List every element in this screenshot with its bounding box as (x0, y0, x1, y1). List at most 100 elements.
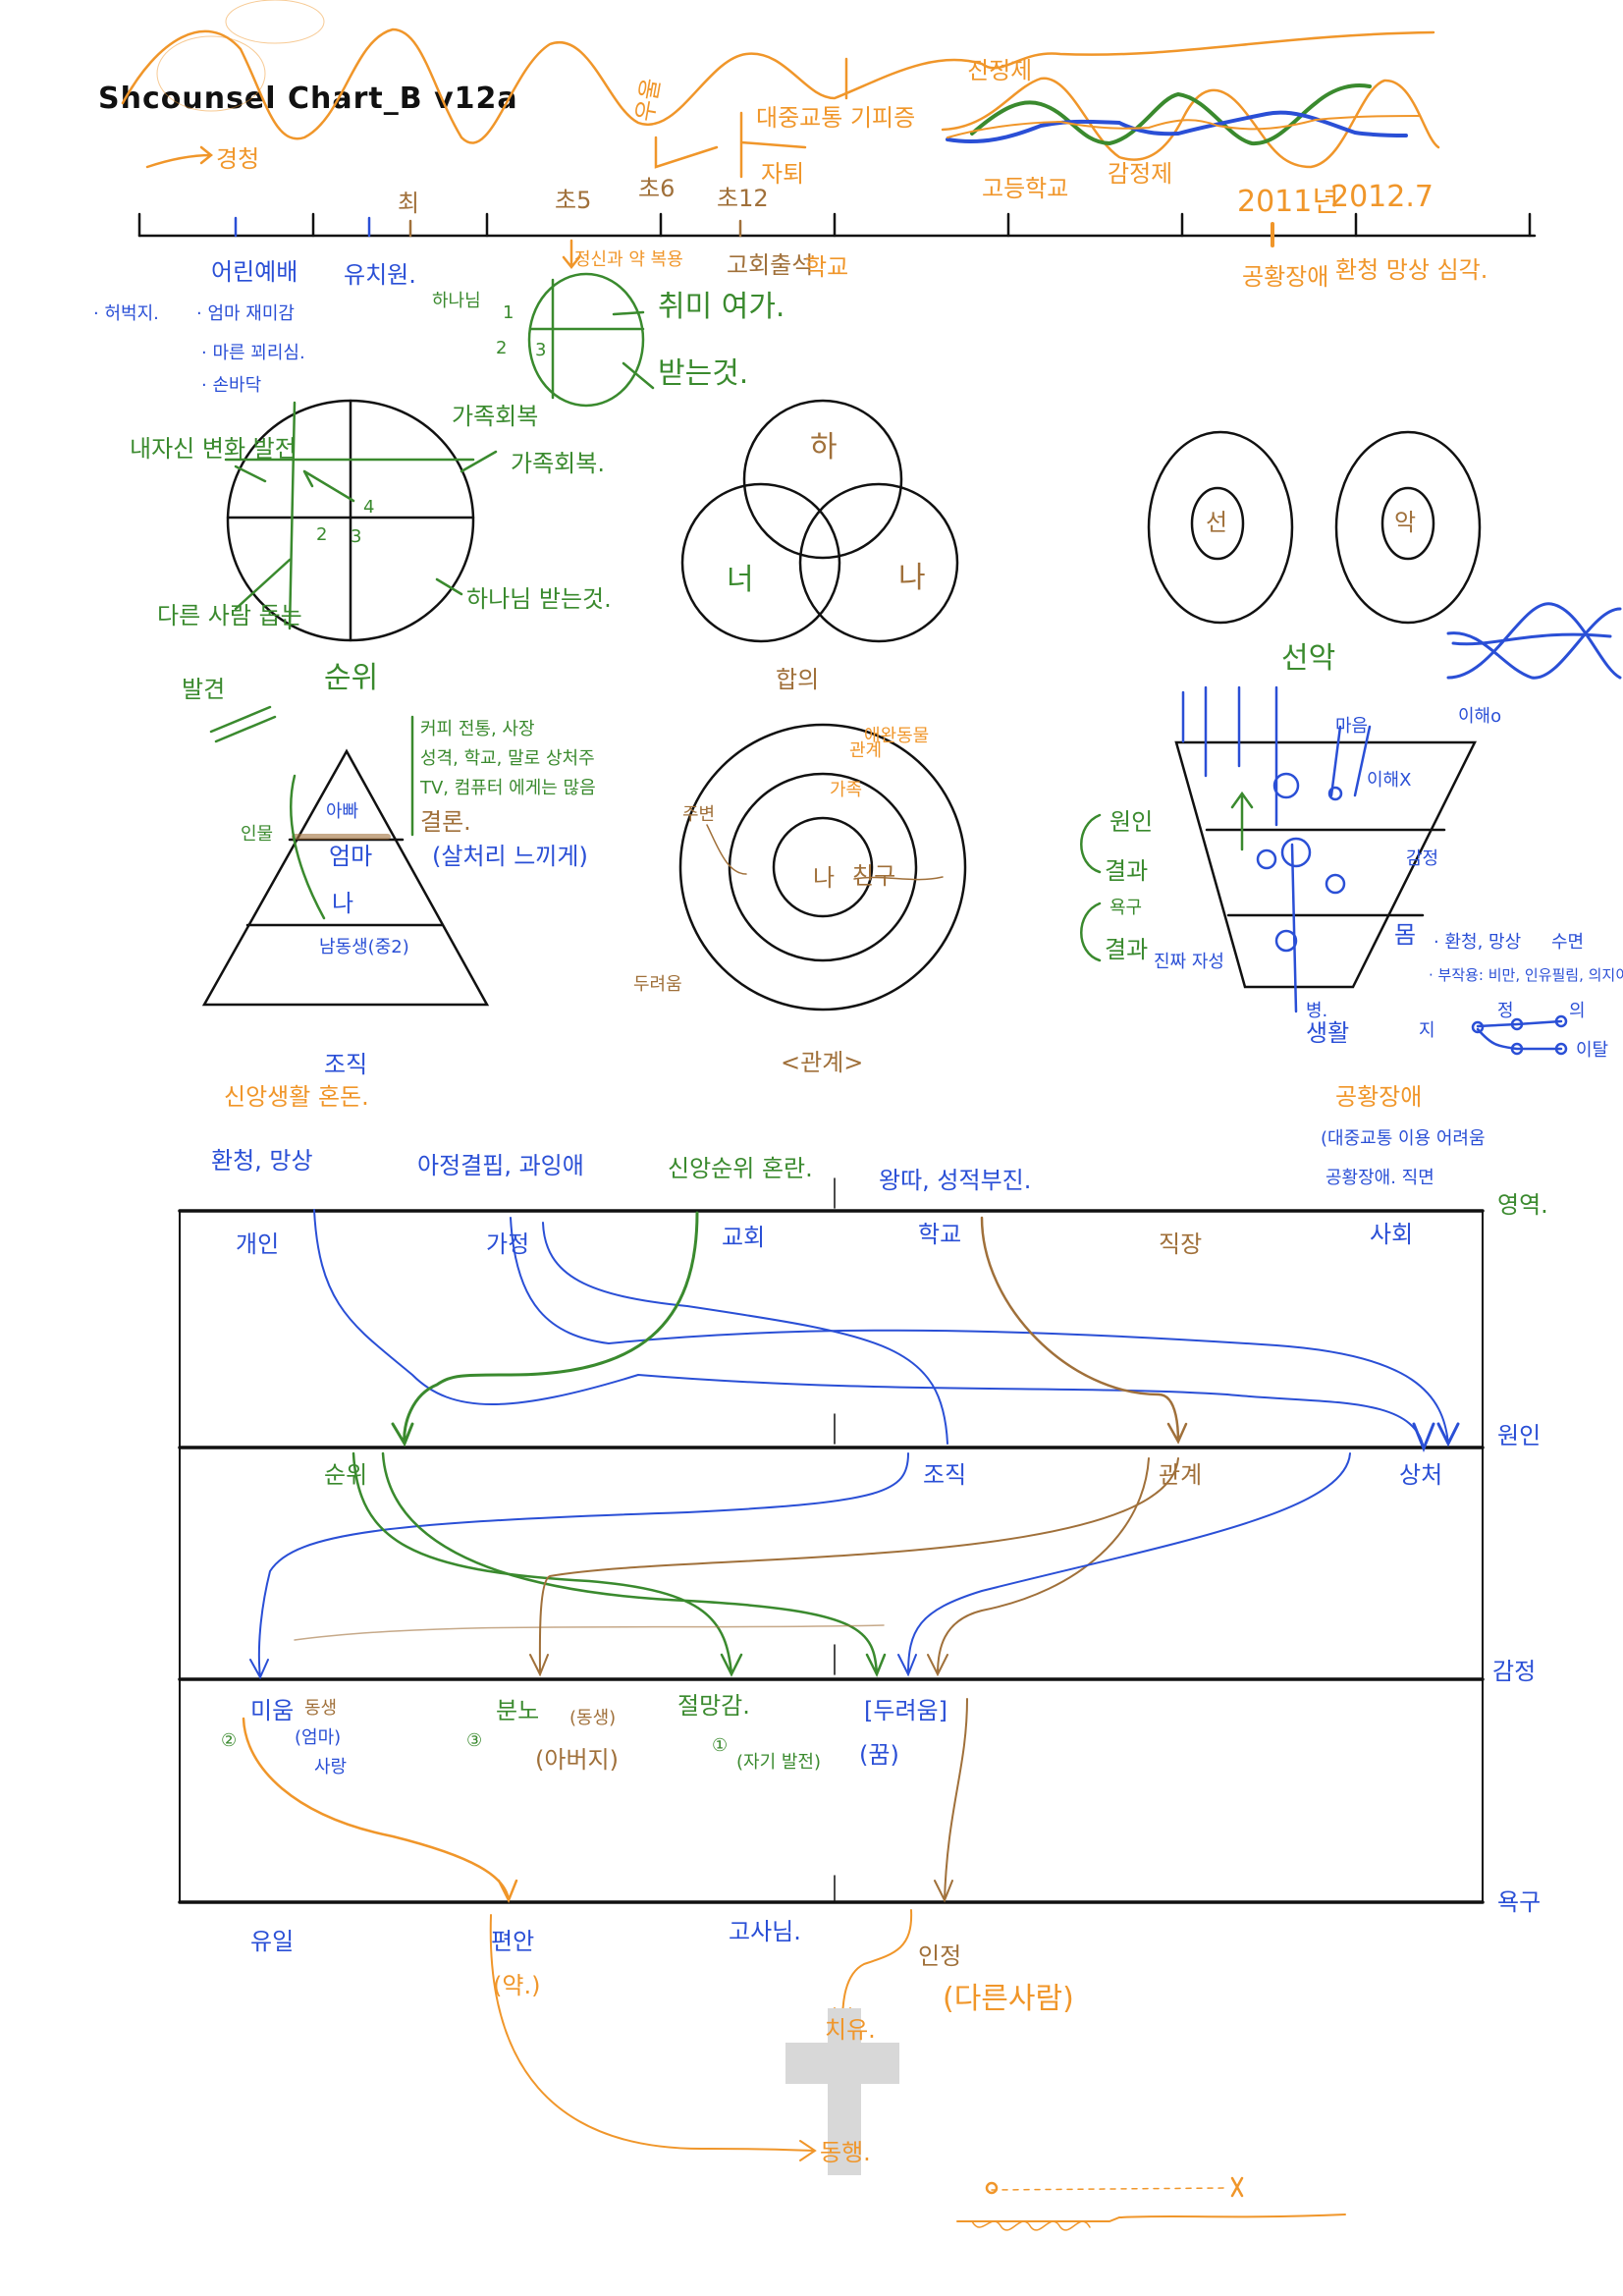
funnel-label: 결과 (1105, 857, 1148, 885)
funnel-label: 진짜 자성 (1154, 952, 1224, 972)
pyramid-label: 엄마 (329, 843, 372, 870)
circle-label: 3 (535, 340, 546, 360)
funnel-label: 원인 (1109, 808, 1153, 836)
timeline-label: 고등학교 (982, 175, 1068, 202)
venn-label: 너 (727, 563, 754, 597)
funnel-note: 정 (1497, 1001, 1514, 1021)
need-label: 고사님. (729, 1918, 801, 1945)
funnel-label: 몸 (1394, 921, 1416, 949)
emotion-note: 사랑 (314, 1757, 347, 1777)
flow-arrow (927, 1457, 1150, 1677)
area-label: 사회 (1370, 1221, 1413, 1248)
flow-arrow (489, 1914, 817, 2161)
wave-orange-2 (947, 115, 1420, 138)
row-label-area: 영역. (1497, 1191, 1548, 1219)
pyramid-note: (살처리 느끼게) (432, 843, 588, 870)
flow-arrow (242, 1717, 518, 1904)
area-label: 교회 (722, 1224, 765, 1251)
funnel-label: 감정 (1406, 848, 1438, 869)
venn-label: 나 (898, 561, 926, 595)
flow-arrow (510, 1217, 1449, 1445)
area-label: 개인 (236, 1230, 279, 1258)
arrow-icon (654, 57, 848, 179)
funnel-note: 의 (1569, 1001, 1586, 1021)
funnel-label: 병. (1306, 1001, 1327, 1021)
table-annotation: 환청, 망상 (211, 1147, 313, 1175)
wave-label: 대중교통 기피증 (756, 104, 915, 132)
table-annotation: (대중교통 이용 어려움 (1321, 1128, 1486, 1149)
wave-label: 자퇴 (761, 160, 804, 188)
pyramid-note: 커피 전통, 사장 (420, 719, 535, 739)
target-label: 관계 (849, 740, 882, 761)
area-label: 직장 (1159, 1230, 1202, 1258)
arrow-icon (562, 239, 581, 270)
circle-label: 발견 (182, 676, 225, 703)
table-annotation: 아정결핍, 과잉애 (417, 1152, 584, 1179)
wave-green (970, 83, 1372, 146)
circle-label: 순위 (324, 661, 378, 695)
timeline-event: 정신과 약 복용 (574, 249, 683, 270)
need-label: 치유. (825, 2016, 876, 2044)
target-label: 두려움 (633, 974, 682, 995)
small-priority-circle (527, 272, 655, 408)
emotion-number: ② (221, 1730, 237, 1751)
family-pyramid (201, 715, 490, 1007)
pyramid-label: 남동생(중2) (319, 937, 409, 957)
bottom-sketch (956, 2176, 1346, 2231)
emotion-label: 분노 (496, 1697, 539, 1724)
pyramid-label: 아빠 (326, 801, 359, 822)
pyramid-label: 인물 (241, 824, 273, 845)
target-label: 주변 (682, 804, 715, 825)
emotion-note: 동생 (304, 1698, 337, 1719)
flow-arrow (529, 1457, 1179, 1677)
funnel-label: 마음 (1335, 716, 1368, 737)
timeline-label: 초5 (555, 187, 591, 214)
wave-label: 경청 (216, 145, 259, 173)
wave-label: 감정제 (1108, 160, 1172, 188)
funnel-label: 생활 (1306, 1019, 1349, 1047)
wave-blue (946, 110, 1408, 143)
need-label: 유일 (250, 1928, 294, 1955)
big-priority-circle (224, 399, 498, 642)
flow-arrow (934, 1698, 968, 1903)
row-label-emotion: 감정 (1492, 1658, 1536, 1685)
cross-icon (785, 2008, 899, 2175)
note-item: · 허벅지. (93, 303, 159, 324)
flow-arrow (381, 1451, 887, 1678)
table-annotation: 공황장애 (1335, 1083, 1422, 1111)
circle-label: 받는것. (658, 356, 748, 391)
circle-label: 다른 사람 돕는 (157, 602, 302, 629)
emotion-sub: (엄마) (295, 1727, 341, 1748)
relationship-target (678, 723, 967, 1011)
table-annotation: 신앙순위 혼란. (668, 1155, 813, 1182)
arrowhead-icon (1412, 1422, 1460, 1453)
venn-title: 합의 (776, 666, 819, 693)
circle-label: 2 (496, 338, 507, 358)
circle-label: 1 (503, 302, 514, 323)
good-evil-title: 선악 (1281, 641, 1335, 676)
arrow-icon (145, 145, 214, 169)
target-title: <관계> (781, 1049, 863, 1076)
emotion-number: ① (712, 1735, 728, 1756)
table-annotation: 신앙생활 혼돈. (224, 1083, 369, 1111)
funnel-note: 수면 (1551, 932, 1584, 953)
target-label: 애완동물 (864, 726, 929, 746)
funnel-note: 지 (1419, 1020, 1435, 1041)
pyramid-label: 나 (332, 890, 353, 917)
circle-label: 하나님 받는것. (466, 585, 612, 613)
underline (209, 705, 277, 743)
table-annotation: 공황장애. 직면 (1325, 1168, 1434, 1188)
note-item: · 손바닥 (201, 375, 261, 396)
pyramid-note: 결론. (420, 808, 471, 836)
row-label-need: 욕구 (1497, 1888, 1541, 1916)
emotion-note: (동생) (569, 1708, 616, 1728)
circle-label: 가족회복. (511, 450, 605, 477)
flow-arrow (294, 1624, 885, 1641)
flow-arrow (249, 1452, 909, 1680)
emotion-sub: (아버지) (535, 1746, 619, 1774)
circle-label: 3 (351, 526, 361, 547)
funnel-label: 이해X (1367, 770, 1411, 791)
timeline-label: 2011년 (1237, 185, 1339, 219)
wave-label: 우울 (630, 77, 665, 124)
